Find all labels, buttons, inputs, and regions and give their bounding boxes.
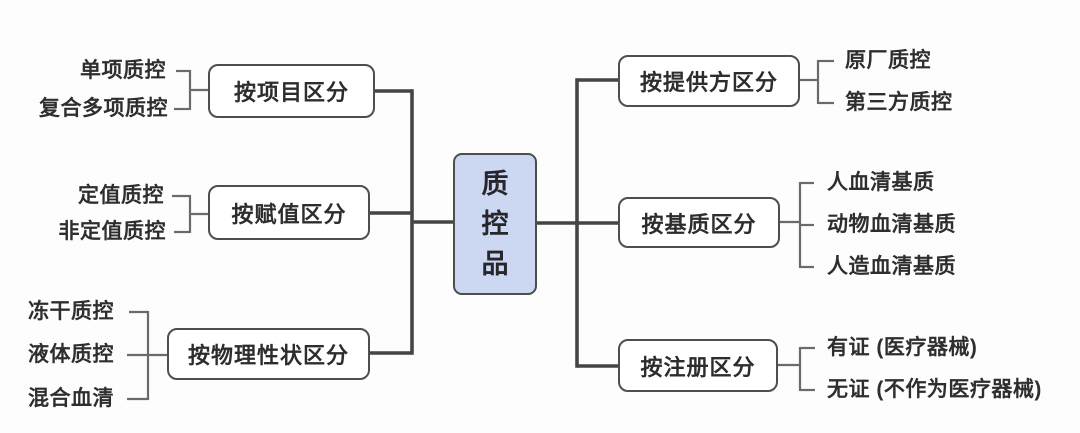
leaf-composite-multi-item-qc: 复合多项质控 [39,97,168,120]
leaf-non-assigned-value-qc: 非定值质控 [58,220,166,243]
root-node: 质控品 [453,153,537,295]
branch-box-by-registration: 按注册区分 [618,339,778,392]
leaf-original-manufacturer-qc: 原厂质控 [845,49,931,72]
branch-box-by-value-assignment: 按赋值区分 [208,185,370,240]
branch-box-by-matrix: 按基质区分 [618,197,780,248]
leaf-assigned-value-qc: 定值质控 [78,184,164,207]
leaf-third-party-qc: 第三方质控 [845,91,953,114]
leaf-liquid-qc: 液体质控 [28,343,114,366]
trunk-wires [370,78,618,368]
leaf-uncertified-not-medical-device: 无证 (不作为医疗器械) [827,378,1042,401]
branch-box-by-project: 按项目区分 [208,64,375,118]
leaf-artificial-serum-matrix: 人造血清基质 [827,255,956,278]
leaf-animal-serum-matrix: 动物血清基质 [827,213,956,236]
leaf-pooled-serum: 混合血清 [28,387,114,410]
leaf-lyophilized-qc: 冻干质控 [28,300,114,323]
leaf-wires [127,59,834,401]
branch-box-by-provider: 按提供方区分 [618,55,800,107]
branch-box-by-physical-state: 按物理性状区分 [167,328,370,380]
leaf-certified-medical-device: 有证 (医疗器械) [827,336,978,359]
leaf-human-serum-matrix: 人血清基质 [827,171,935,194]
leaf-single-item-qc: 单项质控 [80,59,166,82]
root-node-label: 质控品 [481,169,509,279]
